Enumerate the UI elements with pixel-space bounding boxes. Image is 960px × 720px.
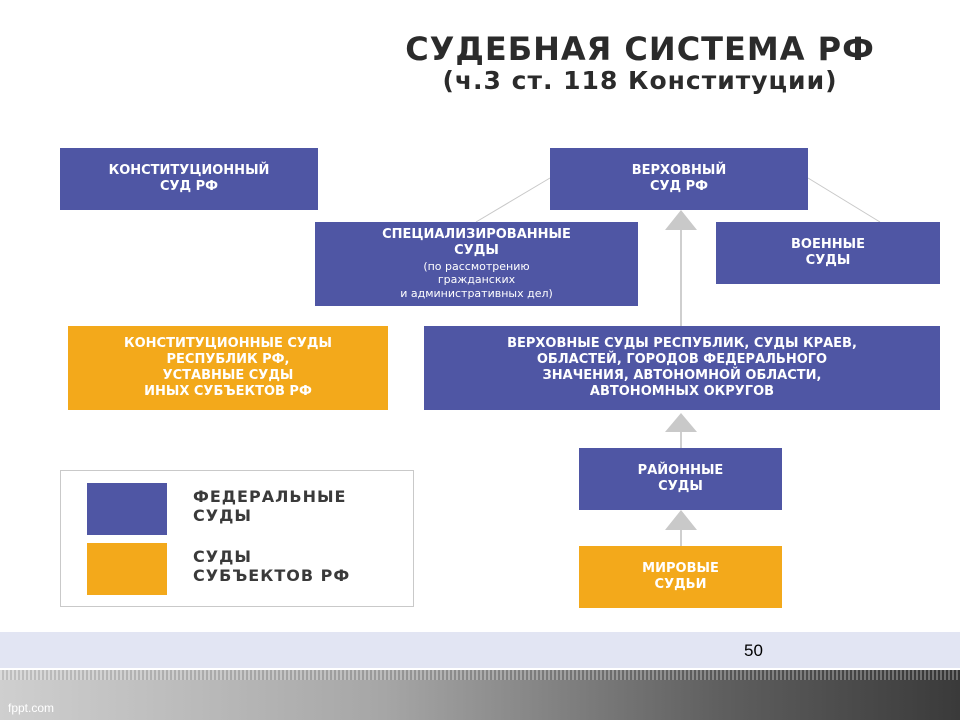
node-label: ЗНАЧЕНИЯ, АВТОНОМНОЙ ОБЛАСТИ,	[542, 368, 822, 383]
legend: ФЕДЕРАЛЬНЫЕ СУДЫ СУДЫ СУБЪЕКТОВ РФ	[60, 470, 414, 607]
connector-supreme-specialized	[475, 177, 551, 223]
node-label: СУДЬИ	[654, 577, 707, 592]
node-label: УСТАВНЫЕ СУДЫ	[162, 368, 294, 383]
node-district-courts: РАЙОННЫЕ СУДЫ	[579, 448, 782, 510]
legend-text-line: СУДЫ	[193, 506, 252, 526]
node-label: МИРОВЫЕ	[642, 560, 719, 576]
node-magistrates: МИРОВЫЕ СУДЬИ	[579, 546, 782, 608]
node-note: и административных дел)	[400, 287, 553, 301]
footer-band	[0, 632, 960, 668]
legend-text-line: СУБЪЕКТОВ РФ	[193, 566, 351, 586]
connector-supreme-military	[807, 177, 881, 223]
node-note: (по рассмотрению	[423, 259, 530, 273]
legend-swatch-federal	[87, 483, 167, 535]
node-label: РАЙОННЫЕ	[637, 462, 724, 478]
diagram-subtitle: (ч.3 ст. 118 Конституции)	[442, 66, 838, 95]
legend-label-federal: ФЕДЕРАЛЬНЫЕ СУДЫ	[193, 487, 346, 525]
node-label: СПЕЦИАЛИЗИРОВАННЫЕ	[382, 227, 571, 243]
node-label: ОБЛАСТЕЙ, ГОРОДОВ ФЕДЕРАЛЬНОГО	[536, 351, 828, 367]
legend-label-regional: СУДЫ СУБЪЕКТОВ РФ	[193, 547, 350, 585]
node-label: ВЕРХОВНЫЙ	[631, 162, 727, 178]
legend-text-line: СУДЫ	[193, 547, 252, 566]
node-note: гражданских	[437, 273, 516, 287]
node-military-courts: ВОЕННЫЕ СУДЫ	[716, 222, 940, 284]
footer-stripe	[0, 670, 960, 680]
arrow-up-icon	[665, 413, 697, 432]
node-label: ВОЕННЫЕ	[791, 236, 865, 252]
arrow-up-icon	[665, 210, 697, 230]
node-label: ИНЫХ СУБЪЕКТОВ РФ	[144, 384, 312, 400]
node-label: СУД РФ	[159, 179, 219, 194]
node-regional-supreme-courts: ВЕРХОВНЫЕ СУДЫ РЕСПУБЛИК, СУДЫ КРАЕВ, ОБ…	[424, 326, 940, 410]
node-supreme-court: ВЕРХОВНЫЙ СУД РФ	[550, 148, 808, 210]
node-specialized-courts: СПЕЦИАЛИЗИРОВАННЫЕ СУДЫ (по рассмотрению…	[315, 222, 638, 306]
node-label: СУДЫ	[805, 253, 851, 268]
watermark: fppt.com	[8, 701, 55, 715]
diagram-title: СУДЕБНАЯ СИСТЕМА РФ	[405, 30, 875, 68]
node-label: СУДЫ	[658, 479, 703, 494]
node-label: СУД РФ	[649, 179, 709, 194]
legend-swatch-regional	[87, 543, 167, 595]
arrow-up-icon	[665, 510, 697, 530]
footer-bar	[0, 670, 960, 720]
node-label: ВЕРХОВНЫЕ СУДЫ РЕСПУБЛИК, СУДЫ КРАЕВ,	[507, 335, 857, 351]
node-regional-constitutional-courts: КОНСТИТУЦИОННЫЕ СУДЫ РЕСПУБЛИК РФ, УСТАВ…	[68, 326, 388, 410]
node-label: КОНСТИТУЦИОННЫЙ	[108, 162, 270, 178]
node-constitutional-court: КОНСТИТУЦИОННЫЙ СУД РФ	[60, 148, 318, 210]
node-label: РЕСПУБЛИК РФ,	[166, 351, 290, 367]
page-number: 50	[744, 641, 763, 660]
node-label: СУДЫ	[454, 243, 499, 259]
legend-text-line: ФЕДЕРАЛЬНЫЕ	[193, 487, 347, 506]
node-label: КОНСТИТУЦИОННЫЕ СУДЫ	[124, 335, 332, 351]
node-label: АВТОНОМНЫХ ОКРУГОВ	[589, 384, 775, 400]
